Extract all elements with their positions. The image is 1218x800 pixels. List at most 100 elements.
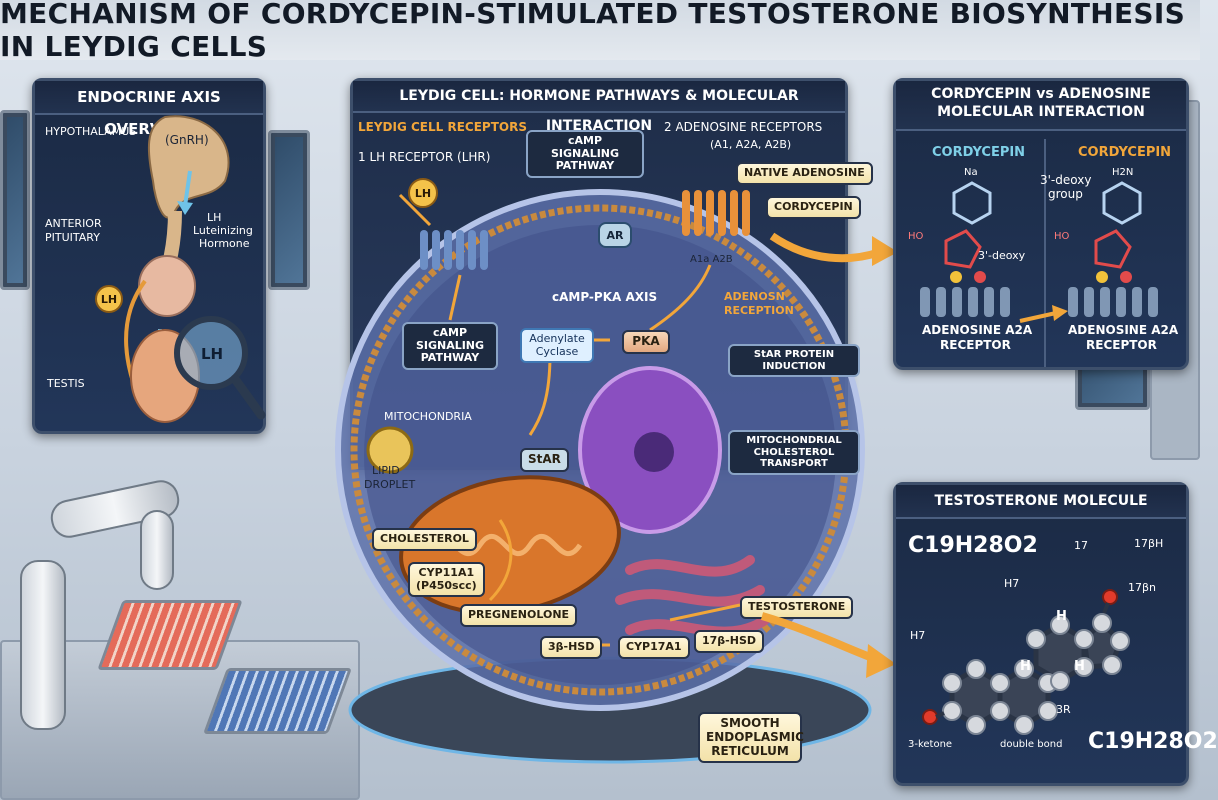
robot-arm-base xyxy=(20,560,66,730)
gnrh-arrow xyxy=(183,170,192,207)
cyclase-line2: Cyclase xyxy=(535,344,579,358)
arrow-lh-to-receptor xyxy=(398,193,432,227)
arrowhead-testosterone xyxy=(866,644,896,678)
right-receptor-helix-5 xyxy=(1132,287,1142,317)
hsd3b-box: 3β-HSD xyxy=(540,636,603,659)
arrow-receptor-to-camp xyxy=(448,274,462,321)
magnifier-lens xyxy=(174,316,248,390)
oxygen-ketone xyxy=(922,709,938,725)
lh-receptor-label: 1 LH RECEPTOR (LHR) xyxy=(358,150,491,164)
arrowhead-cordycepin xyxy=(872,236,898,266)
gnrh-arrowhead xyxy=(177,201,193,215)
testosterone-panel: TESTOSTERONE MOLECULE C19H28O2 17 17βH 1… xyxy=(893,482,1218,786)
label-h-mid: H xyxy=(1056,609,1067,624)
lipid-label-2: DROPLET xyxy=(364,478,416,491)
lh-magnifier-label: LH xyxy=(201,345,224,363)
star-box: StAR xyxy=(520,448,569,472)
right-receptor-ball-2 xyxy=(1120,271,1132,283)
mito-transport-line1: MITOCHONDRIAL xyxy=(746,435,842,446)
arrow-to-cordycepin-panel xyxy=(769,232,882,263)
atom-a2 xyxy=(966,659,986,679)
atom-d1 xyxy=(1092,613,1112,633)
left-receptor-helix-5 xyxy=(984,287,994,317)
atom-d2 xyxy=(1110,631,1130,651)
lh-hormone-line2: Luteinizing xyxy=(193,224,253,237)
right-receptor-helix-6 xyxy=(1148,287,1158,317)
right-receptor-line2: RECEPTOR xyxy=(1086,338,1157,352)
left-receptor-helix-2 xyxy=(936,287,946,317)
hypothalamus-label: HYPOTHALAMUS xyxy=(45,125,137,138)
left-ribose-ring xyxy=(944,229,982,269)
formula-bottom: C19H28O2 xyxy=(1088,729,1218,754)
testis-label: TESTIS xyxy=(47,377,85,390)
camp-box-line1: cAMP SIGNALING xyxy=(550,134,620,160)
atom-b1 xyxy=(1014,659,1034,679)
lh-ligand-label: LH xyxy=(414,186,432,200)
lipid-label-1: LIPID xyxy=(372,464,400,477)
right-receptor-ball-1 xyxy=(1096,271,1108,283)
cyp17a1-box: CYP17A1 xyxy=(618,636,690,659)
left-receptor-helix-3 xyxy=(952,287,962,317)
h2n-label: H2N xyxy=(1112,167,1134,178)
cordycepin-title-line2: MOLECULAR INTERACTION xyxy=(937,103,1145,120)
lh-hormone-line3: Hormone xyxy=(199,237,250,250)
camp-sig-line1: cAMP xyxy=(432,326,468,339)
ho-left-label: HO xyxy=(908,231,924,242)
label-17bn: 17βn xyxy=(1128,581,1156,594)
lh-receptor-helices xyxy=(420,230,488,270)
label-h7-top: H7 xyxy=(1004,577,1020,590)
camp-sig-line3: PATHWAY xyxy=(420,351,480,365)
lh-ligand: LH xyxy=(408,178,438,208)
ser-line3: RETICULUM xyxy=(711,743,789,758)
atom-c1 xyxy=(1026,629,1046,649)
bond-ketone xyxy=(935,711,945,719)
adenosn-label: ADENOSN xyxy=(724,290,785,303)
formula-top: C19H28O2 xyxy=(908,533,1038,558)
right-receptor-line1: ADENOSINE A2A xyxy=(1068,323,1179,337)
nucleolus xyxy=(634,432,674,472)
label-h-low1: H xyxy=(1020,659,1031,674)
right-receptor-helix-2 xyxy=(1084,287,1094,317)
lh-molecule-badge: LH xyxy=(95,285,123,313)
mito-transport-box: MITOCHONDRIAL CHOLESTEROL TRANSPORT xyxy=(728,430,860,475)
label-3-ketone: 3-ketone xyxy=(908,739,953,750)
page-title: MECHANISM OF CORDYCEPIN-STIMULATED TESTO… xyxy=(0,0,1186,63)
deoxy-group-line2: group xyxy=(1048,187,1083,201)
endocrine-panel-title: ENDOCRINE AXIS OVERVIEW xyxy=(35,81,263,138)
panel-divider xyxy=(1044,139,1046,367)
label-17bh: 17βH xyxy=(1134,537,1164,550)
ar-label: AR xyxy=(606,228,624,242)
bond-hydroxyl xyxy=(1102,602,1110,614)
left-receptor-helix-6 xyxy=(1000,287,1010,317)
hsd17b-box: 17β-HSD xyxy=(694,630,765,653)
label-3r: 3R xyxy=(1056,703,1071,716)
panel-arrowhead xyxy=(1052,305,1068,321)
left-receptor-line2: RECEPTOR xyxy=(940,338,1011,352)
robot-arm-wrist xyxy=(140,510,174,590)
cyp11a1-box: CYP11A1 (P450scc) xyxy=(408,562,485,598)
endocrine-illustration xyxy=(124,115,266,423)
ho-right-label: HO xyxy=(1054,231,1070,242)
atom-b3 xyxy=(1038,701,1058,721)
camp-box-line2: PATHWAY xyxy=(555,159,615,173)
native-adenosine-tag: NATIVE ADENOSINE xyxy=(736,162,873,185)
testosterone-box: TESTOSTERONE xyxy=(740,596,854,619)
lh-hormone-line1: LH xyxy=(207,211,222,224)
star-induction-box: StAR PROTEIN INDUCTION xyxy=(728,344,860,377)
molecule-illustrations xyxy=(920,181,1158,323)
atom-b4 xyxy=(1014,715,1034,735)
leydig-panel-title: LEYDIG CELL: HORMONE PATHWAYS & MOLECULA… xyxy=(353,81,845,134)
steroid-skeleton xyxy=(922,589,1130,735)
right-receptor-helix-4 xyxy=(1116,287,1126,317)
lab-monitor-left xyxy=(0,110,30,290)
hypothalamus-shape xyxy=(147,115,230,219)
ser-line2: ENDOPLASMIC xyxy=(706,729,804,744)
arrow-ser-to-testosterone xyxy=(669,603,741,622)
ser-box: SMOOTH ENDOPLASMIC RETICULUM xyxy=(698,712,804,764)
camp-pathway-box: cAMP SIGNALING PATHWAY xyxy=(526,130,644,178)
lh-molecule-label: LH xyxy=(100,292,118,306)
anterior-label: ANTERIOR xyxy=(45,217,102,230)
adenylate-cyclase-box: Adenylate Cyclase xyxy=(520,328,594,364)
deoxy-group-line1: 3'-deoxy xyxy=(1040,173,1092,187)
